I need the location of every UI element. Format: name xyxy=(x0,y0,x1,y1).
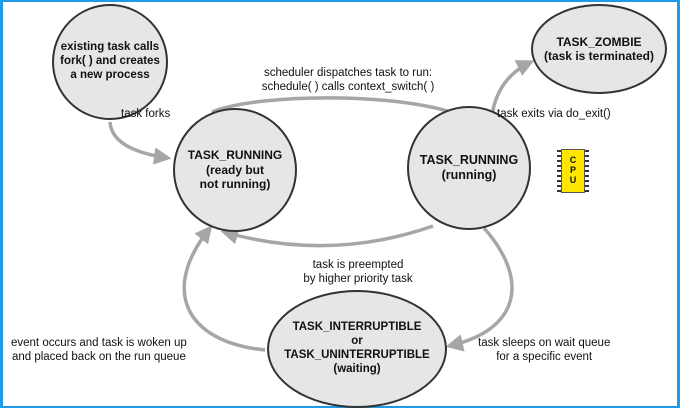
label-dispatch-line-1: scheduler dispatches task to run: xyxy=(263,67,433,79)
state-new-process: existing task calls fork( ) and creates … xyxy=(52,4,168,120)
state-running-line-2: (running) xyxy=(441,168,497,182)
label-sleeps-line-2: for a specific event xyxy=(496,351,593,364)
label-preempt-line-1: task is preempted xyxy=(312,259,404,271)
state-waiting-line-1: TASK_INTERRUPTIBLE xyxy=(292,321,422,334)
label-scheduler-dispatch: scheduler dispatches task to run: schedu… xyxy=(228,66,468,95)
frame-right-edge xyxy=(677,0,680,408)
frame-left-edge xyxy=(0,0,3,408)
state-task-running-ready: TASK_RUNNING (ready but not running) xyxy=(173,108,297,232)
state-ready-line-3: not running) xyxy=(199,177,271,192)
cpu-pins-left xyxy=(557,150,561,192)
label-preempt-line-2: by higher priority task xyxy=(303,273,413,286)
state-ready-line-2: (ready but xyxy=(205,162,264,177)
state-new-process-line-1: existing task calls xyxy=(60,41,160,54)
state-waiting-line-4: (waiting) xyxy=(333,362,381,375)
cpu-letter-p: P xyxy=(569,165,576,176)
label-task-preempted: task is preempted by higher priority tas… xyxy=(268,258,448,287)
label-woken-line-2: and placed back on the run queue xyxy=(11,351,186,364)
frame-top-edge xyxy=(0,0,680,2)
state-zombie-line-2: (task is terminated) xyxy=(543,49,655,63)
state-task-waiting: TASK_INTERRUPTIBLE or TASK_UNINTERRUPTIB… xyxy=(267,290,447,408)
label-sleeps-line-1: task sleeps on wait queue xyxy=(478,337,611,349)
state-ready-line-1: TASK_RUNNING xyxy=(187,148,283,163)
label-woken-line-1: event occurs and task is woken up xyxy=(11,337,187,349)
cpu-pins-right xyxy=(585,150,589,192)
state-zombie-line-1: TASK_ZOMBIE xyxy=(556,34,642,49)
label-task-woken-up: event occurs and task is woken up and pl… xyxy=(11,336,187,365)
arrow-running-to-waiting xyxy=(445,226,514,352)
state-running-line-1: TASK_RUNNING xyxy=(419,153,519,167)
state-task-running: TASK_RUNNING (running) xyxy=(407,106,531,230)
cpu-letter-u: U xyxy=(569,174,577,185)
arrow-waiting-to-ready xyxy=(182,225,266,352)
state-waiting-line-2: or xyxy=(351,335,363,348)
arrow-running-to-ready xyxy=(220,224,434,248)
label-dispatch-line-2: schedule( ) calls context_switch( ) xyxy=(261,81,435,94)
label-task-sleeps: task sleeps on wait queue for a specific… xyxy=(478,336,610,365)
state-new-process-line-3: a new process xyxy=(70,68,150,81)
cpu-letter-c: C xyxy=(569,155,577,166)
state-waiting-line-3: TASK_UNINTERRUPTIBLE xyxy=(284,349,430,361)
label-task-exits: task exits via do_exit() xyxy=(497,108,611,120)
state-new-process-line-2: fork( ) and creates xyxy=(60,55,160,68)
state-task-zombie: TASK_ZOMBIE (task is terminated) xyxy=(531,4,667,94)
arrow-fork-to-ready xyxy=(108,121,172,165)
cpu-chip-icon: C P U xyxy=(561,149,585,193)
label-task-forks: task forks xyxy=(121,108,171,120)
